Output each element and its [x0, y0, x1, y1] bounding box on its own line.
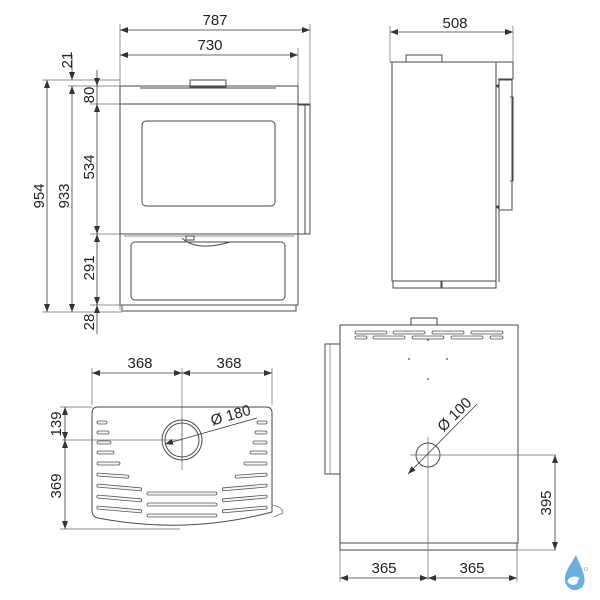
- dim-inlet-100-label: Ø 100: [434, 394, 475, 435]
- side-view: 508: [389, 15, 514, 289]
- rear-vent-slots: [354, 330, 504, 340]
- dim-508-label: 508: [442, 15, 467, 32]
- dim-534-label: 534: [81, 154, 98, 179]
- dim-21-label: 21: [59, 52, 76, 69]
- dim-28-label: 28: [81, 314, 98, 331]
- dim-80-label: 80: [81, 87, 98, 104]
- dim-369-label: 369: [48, 473, 65, 498]
- vent-slots: [96, 420, 268, 518]
- water-drop-logo: [564, 555, 588, 591]
- dim-730-label: 730: [197, 37, 222, 54]
- dim-933-label: 933: [56, 183, 73, 208]
- dim-395-label: 395: [538, 490, 555, 515]
- dim-291-label: 291: [81, 255, 98, 280]
- dim-368-left-label: 368: [127, 355, 152, 372]
- dim-139-label: 139: [48, 411, 65, 436]
- dim-954-label: 954: [31, 183, 48, 208]
- rear-view: Ø 100 395 365 365: [324, 317, 558, 582]
- dim-365-left-label: 365: [371, 560, 396, 577]
- front-view: 787 730 954 933 21 80 534 291 28: [31, 12, 311, 334]
- dim-368-right-label: 368: [216, 355, 241, 372]
- top-view: 368 368 Ø 180 139 369: [48, 355, 284, 530]
- dim-365-right-label: 365: [459, 560, 484, 577]
- dim-787-label: 787: [202, 12, 227, 29]
